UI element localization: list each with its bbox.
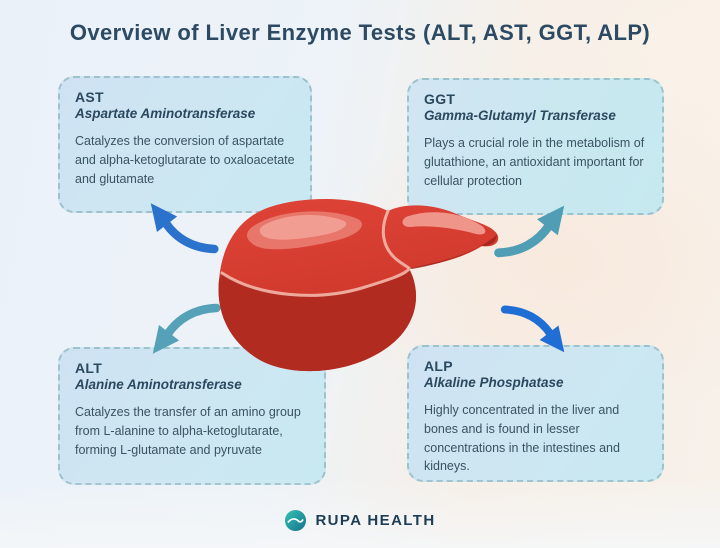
card-alp-full-name: Alkaline Phosphatase (424, 375, 564, 390)
brand-name: RUPA HEALTH (315, 512, 436, 529)
card-alt-description: Catalyzes the transfer of an amino group… (75, 405, 301, 457)
card-alt-abbr: ALT (75, 360, 103, 376)
page-title: Overview of Liver Enzyme Tests (ALT, AST… (69, 20, 651, 45)
card-alp: ALP Alkaline Phosphatase Highly concentr… (407, 345, 664, 482)
arrow-to-alp-icon (497, 303, 575, 361)
arrow-to-ast-icon (141, 194, 221, 256)
card-ggt-description: Plays a crucial role in the metabolism o… (424, 136, 645, 188)
footer-brand: RUPA HEALTH (0, 509, 720, 532)
card-ggt-full-name: Gamma-Glutamyl Transferase (424, 108, 616, 123)
card-alt: ALT Alanine Aminotransferase Catalyzes t… (58, 347, 326, 485)
liver-illustration (210, 195, 505, 380)
card-alp-description: Highly concentrated in the liver and bon… (424, 403, 620, 474)
card-ast-description: Catalyzes the conversion of aspartate an… (75, 134, 295, 186)
card-ggt: GGT Gamma-Glutamyl Transferase Plays a c… (407, 78, 664, 215)
arrow-to-alt-icon (137, 301, 229, 363)
card-ast: AST Aspartate Aminotransferase Catalyzes… (58, 76, 312, 213)
card-ggt-abbr: GGT (424, 91, 456, 107)
arrow-to-ggt-icon (493, 196, 573, 260)
card-ast-abbr: AST (75, 89, 104, 105)
rupa-health-logo-icon (285, 509, 307, 532)
card-alt-full-name: Alanine Aminotransferase (75, 377, 242, 392)
card-ast-full-name: Aspartate Aminotransferase (75, 106, 256, 121)
card-alp-abbr: ALP (424, 358, 453, 374)
